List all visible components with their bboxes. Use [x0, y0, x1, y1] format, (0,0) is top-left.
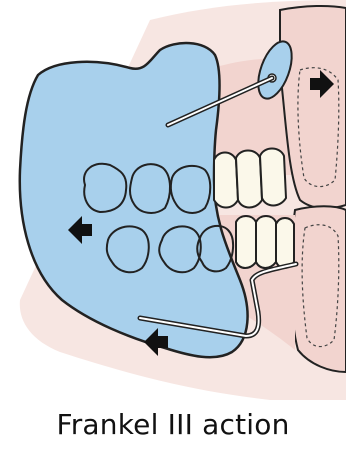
lower-tooth-2 — [256, 216, 276, 268]
upper-tooth-1 — [214, 153, 238, 208]
lower-tooth-3 — [276, 218, 294, 268]
lower-tooth-1 — [236, 216, 256, 268]
frankel-appliance-illustration — [0, 0, 346, 400]
upper-tooth-2 — [236, 151, 262, 208]
figure-caption: Frankel III action — [0, 408, 346, 441]
upper-tooth-3 — [260, 149, 286, 206]
